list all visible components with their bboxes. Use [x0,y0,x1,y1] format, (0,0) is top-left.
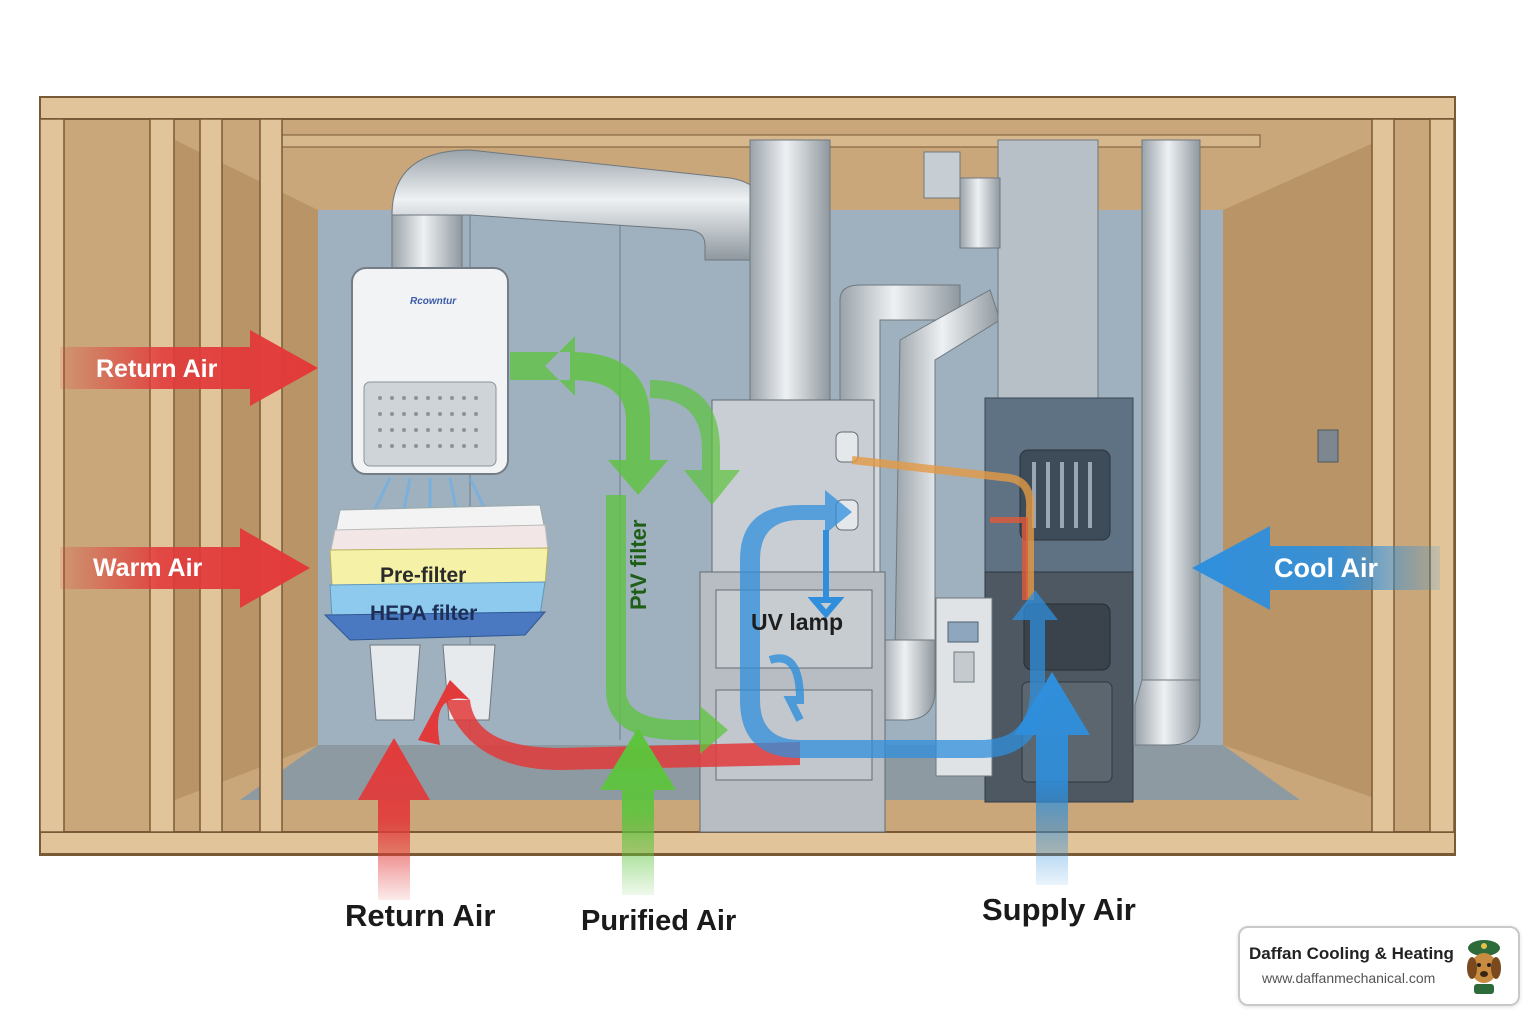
company-url[interactable]: www.daffanmechanical.com [1262,970,1436,986]
supply-air-label: Supply Air [982,892,1136,927]
cool-air-arrow: Cool Air [1192,526,1440,610]
company-badge: Daffan Cooling & Heating www.daffanmecha… [1238,926,1520,1006]
pcv-filter-label: PtV filter [626,519,651,610]
warm-air-arrow: Warm Air [60,528,310,608]
supply-air-arrow [740,490,1090,885]
uv-lamp-label: UV lamp [751,609,843,635]
pre-filter-label: Pre-filter [380,564,466,587]
refrigerant-lines [851,456,1035,600]
return-air-arrow-left: Return Air [60,330,318,406]
purified-air-arrow: PtV filter [510,336,740,895]
company-name: Daffan Cooling & Heating [1249,944,1454,963]
purified-air-label: Purified Air [581,905,736,937]
return-air-left-label: Return Air [96,355,218,383]
air-purifier: Rcowntur [351,267,509,475]
return-air-bottom-label: Return Air [345,898,495,933]
dog-mascot-icon [1464,938,1504,1001]
purifier-brand-label: Rcowntur [410,296,457,307]
warm-air-label: Warm Air [93,554,203,582]
hepa-filter-label: HEPA filter [370,602,477,625]
cool-air-label: Cool Air [1274,553,1378,583]
return-air-arrow-bottom [358,680,800,900]
